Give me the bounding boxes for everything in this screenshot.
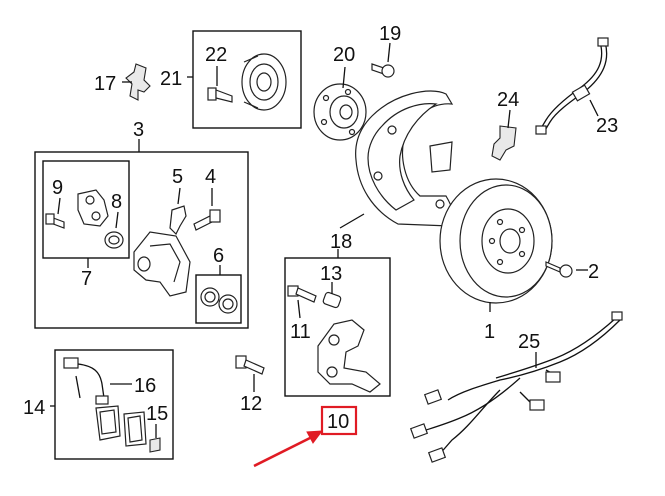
callout-23: 23 <box>596 115 618 137</box>
brake-pad-group-box <box>54 349 174 460</box>
caliper-group-box <box>34 151 249 329</box>
part-11-bolt[interactable] <box>287 285 317 303</box>
callout-5: 5 <box>172 166 183 188</box>
callout-1: 1 <box>484 321 495 343</box>
callout-6: 6 <box>213 245 224 267</box>
callout-22: 22 <box>205 44 227 66</box>
part-9-bolt[interactable] <box>45 213 65 229</box>
part-16-wear-sensor[interactable] <box>63 357 109 405</box>
callout-2: 2 <box>588 261 599 283</box>
callout-10[interactable]: 10 <box>327 411 349 433</box>
callout-labels: 17 21 22 20 19 23 24 3 9 8 5 4 7 6 18 2 … <box>23 23 618 433</box>
callout-17: 17 <box>94 73 116 95</box>
part-1-brake-rotor[interactable] <box>439 178 553 304</box>
callout-25: 25 <box>518 331 540 353</box>
part-20-hub[interactable] <box>313 83 367 141</box>
callout-8: 8 <box>111 191 122 213</box>
callout-24: 24 <box>497 89 519 111</box>
part-10-highlight-box <box>320 405 358 436</box>
part-10-caliper-bracket[interactable] <box>317 319 381 393</box>
part-5-guide-pin[interactable] <box>169 205 187 236</box>
callout-21: 21 <box>160 68 182 90</box>
callout-13: 13 <box>320 263 342 285</box>
part-24-sensor-bracket[interactable] <box>491 125 517 161</box>
callout-20: 20 <box>333 44 355 66</box>
brake-pads[interactable] <box>95 405 147 447</box>
callout-16: 16 <box>134 375 156 397</box>
part-25-wiring-harness[interactable] <box>409 311 623 463</box>
callout-12: 12 <box>240 393 262 415</box>
part-13-bushing[interactable] <box>322 291 342 309</box>
part-4-bolt[interactable] <box>193 209 221 231</box>
part-8-seal[interactable] <box>104 231 124 249</box>
part-2-screw[interactable] <box>545 261 573 278</box>
hub-bearing-group-box <box>192 30 302 129</box>
part-19-bolt[interactable] <box>371 63 395 78</box>
seal-kit-box <box>195 274 242 324</box>
callout-18: 18 <box>330 231 352 253</box>
part-10-highlight-arrow <box>253 430 324 468</box>
part-15-hardware[interactable] <box>149 437 161 453</box>
part-23-brake-hose[interactable] <box>535 37 609 135</box>
callout-7: 7 <box>81 268 92 290</box>
part-6-seal-kit[interactable] <box>200 287 238 314</box>
callout-11: 11 <box>290 321 311 343</box>
callout-19: 19 <box>379 23 401 45</box>
part-7-caliper-housing[interactable] <box>77 189 109 227</box>
callout-15: 15 <box>146 403 168 425</box>
caliper-housing-subgroup-box <box>42 160 130 259</box>
part-22-bolt[interactable] <box>207 87 233 103</box>
part-3-caliper-body[interactable] <box>133 231 191 297</box>
callout-14: 14 <box>23 397 45 419</box>
part-12-bolt[interactable] <box>235 355 265 375</box>
part-17-clip[interactable] <box>125 63 151 101</box>
part-21-wheel-bearing[interactable] <box>241 53 287 111</box>
callout-9: 9 <box>52 177 63 199</box>
part-18-dust-shield[interactable] <box>355 90 454 227</box>
leader-lines <box>50 42 599 438</box>
callout-3: 3 <box>133 119 144 141</box>
callout-4: 4 <box>205 166 216 188</box>
